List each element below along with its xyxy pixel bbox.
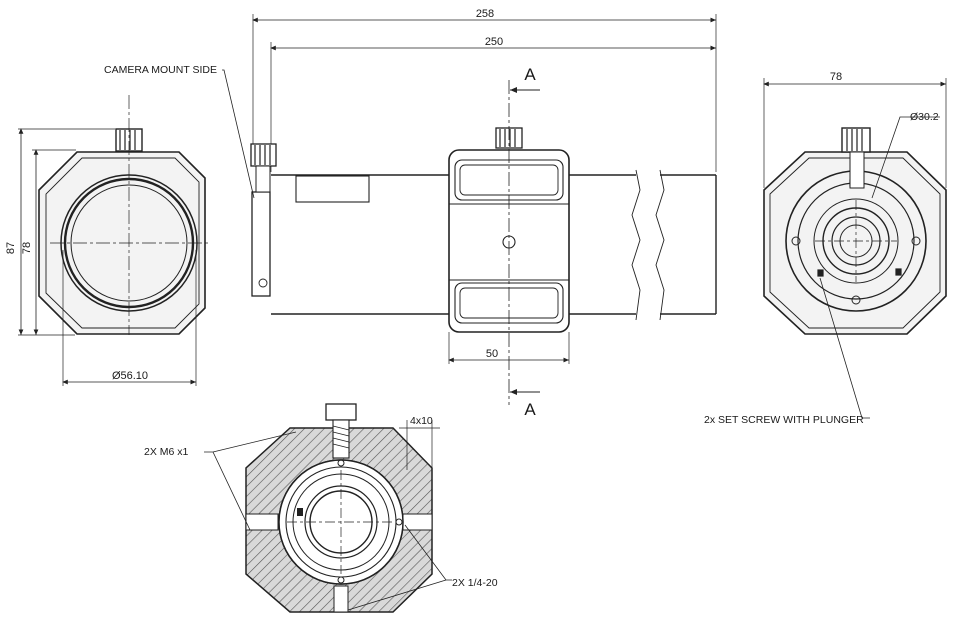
dim-clamp-width: 50 — [486, 348, 498, 360]
right-end-view — [763, 78, 947, 419]
side-view — [222, 14, 717, 405]
section-view — [204, 403, 452, 613]
note-camera-mount-side: CAMERA MOUNT SIDE — [104, 64, 217, 76]
dim-diameter-right: Ø30.2 — [910, 111, 939, 123]
dim-overall-length: 258 — [476, 8, 494, 20]
section-mark-top: A — [524, 65, 536, 84]
dim-height-inner: 78 — [21, 242, 33, 254]
note-m6: 2X M6 x1 — [144, 446, 189, 458]
dim-width-right: 78 — [830, 71, 842, 83]
dim-diameter-left: Ø56.10 — [112, 370, 148, 382]
left-end-view — [18, 95, 210, 386]
dim-tube-length: 250 — [485, 36, 503, 48]
dim-height-outer: 87 — [5, 242, 17, 254]
note-quarter-twenty: 2X 1/4-20 — [452, 577, 498, 589]
dim-slot-size: 4x10 — [410, 415, 433, 427]
section-mark-bottom: A — [524, 400, 536, 419]
note-set-screw: 2x SET SCREW WITH PLUNGER — [704, 414, 864, 426]
